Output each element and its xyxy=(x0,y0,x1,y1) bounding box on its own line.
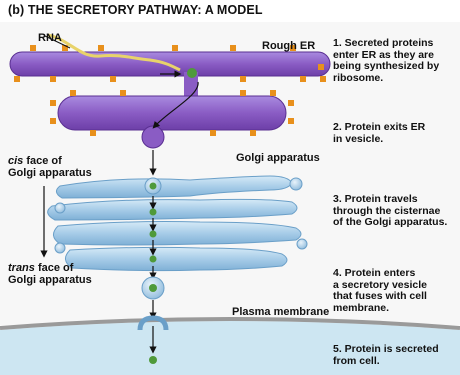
golgi-protein-3 xyxy=(150,231,157,238)
step-1: 1. Secreted proteins enter ER as they ar… xyxy=(333,38,458,84)
er-transport-vesicle xyxy=(142,126,164,148)
step-3-line-1: 3. Protein travels xyxy=(333,194,458,206)
step-2-line-1: 2. Protein exits ER xyxy=(333,122,458,134)
step-4: 4. Protein enters a secretory vesicle th… xyxy=(333,268,458,314)
cis-face-label: cis face of Golgi apparatus xyxy=(8,155,92,179)
trans-face-label: trans face of Golgi apparatus xyxy=(8,262,92,286)
rough-er-label: Rough ER xyxy=(262,40,315,52)
cis-rest: face of xyxy=(23,155,62,167)
step-5-line-1: 5. Protein is secreted xyxy=(333,344,458,356)
step-3: 3. Protein travels through the cisternae… xyxy=(333,194,458,229)
cis-italic: cis xyxy=(8,155,23,167)
step-1-line-3: being synthesized by xyxy=(333,61,458,73)
rna-label: RNA xyxy=(38,32,62,44)
step-2: 2. Protein exits ER in vesicle. xyxy=(333,122,458,145)
step-4-line-4: membrane. xyxy=(333,303,458,315)
step-1-line-4: ribosome. xyxy=(333,73,458,85)
step-3-line-3: of the Golgi apparatus. xyxy=(333,217,458,229)
cis-line2: Golgi apparatus xyxy=(8,167,92,179)
step-2-line-2: in vesicle. xyxy=(333,134,458,146)
trans-line2: Golgi apparatus xyxy=(8,274,92,286)
secretory-protein xyxy=(149,284,157,292)
step-4-line-1: 4. Protein enters xyxy=(333,268,458,280)
plasma-membrane-label: Plasma membrane xyxy=(232,306,329,318)
rough-er-lower-cisterna xyxy=(58,96,286,130)
step-5-line-2: from cell. xyxy=(333,356,458,368)
step-4-line-3: that fuses with cell xyxy=(333,291,458,303)
golgi-protein-4 xyxy=(150,256,157,263)
figure-title: (b) THE SECRETORY PATHWAY: A MODEL xyxy=(8,3,263,17)
trans-italic: trans xyxy=(8,262,35,274)
trans-rest: face of xyxy=(35,262,74,274)
golgi-protein-1 xyxy=(150,183,157,190)
step-5: 5. Protein is secreted from cell. xyxy=(333,344,458,367)
secreted-protein xyxy=(149,356,157,364)
golgi-protein-2 xyxy=(150,209,157,216)
step-1-line-1: 1. Secreted proteins xyxy=(333,38,458,50)
golgi-label: Golgi apparatus xyxy=(236,152,320,164)
er-protein xyxy=(187,68,197,78)
